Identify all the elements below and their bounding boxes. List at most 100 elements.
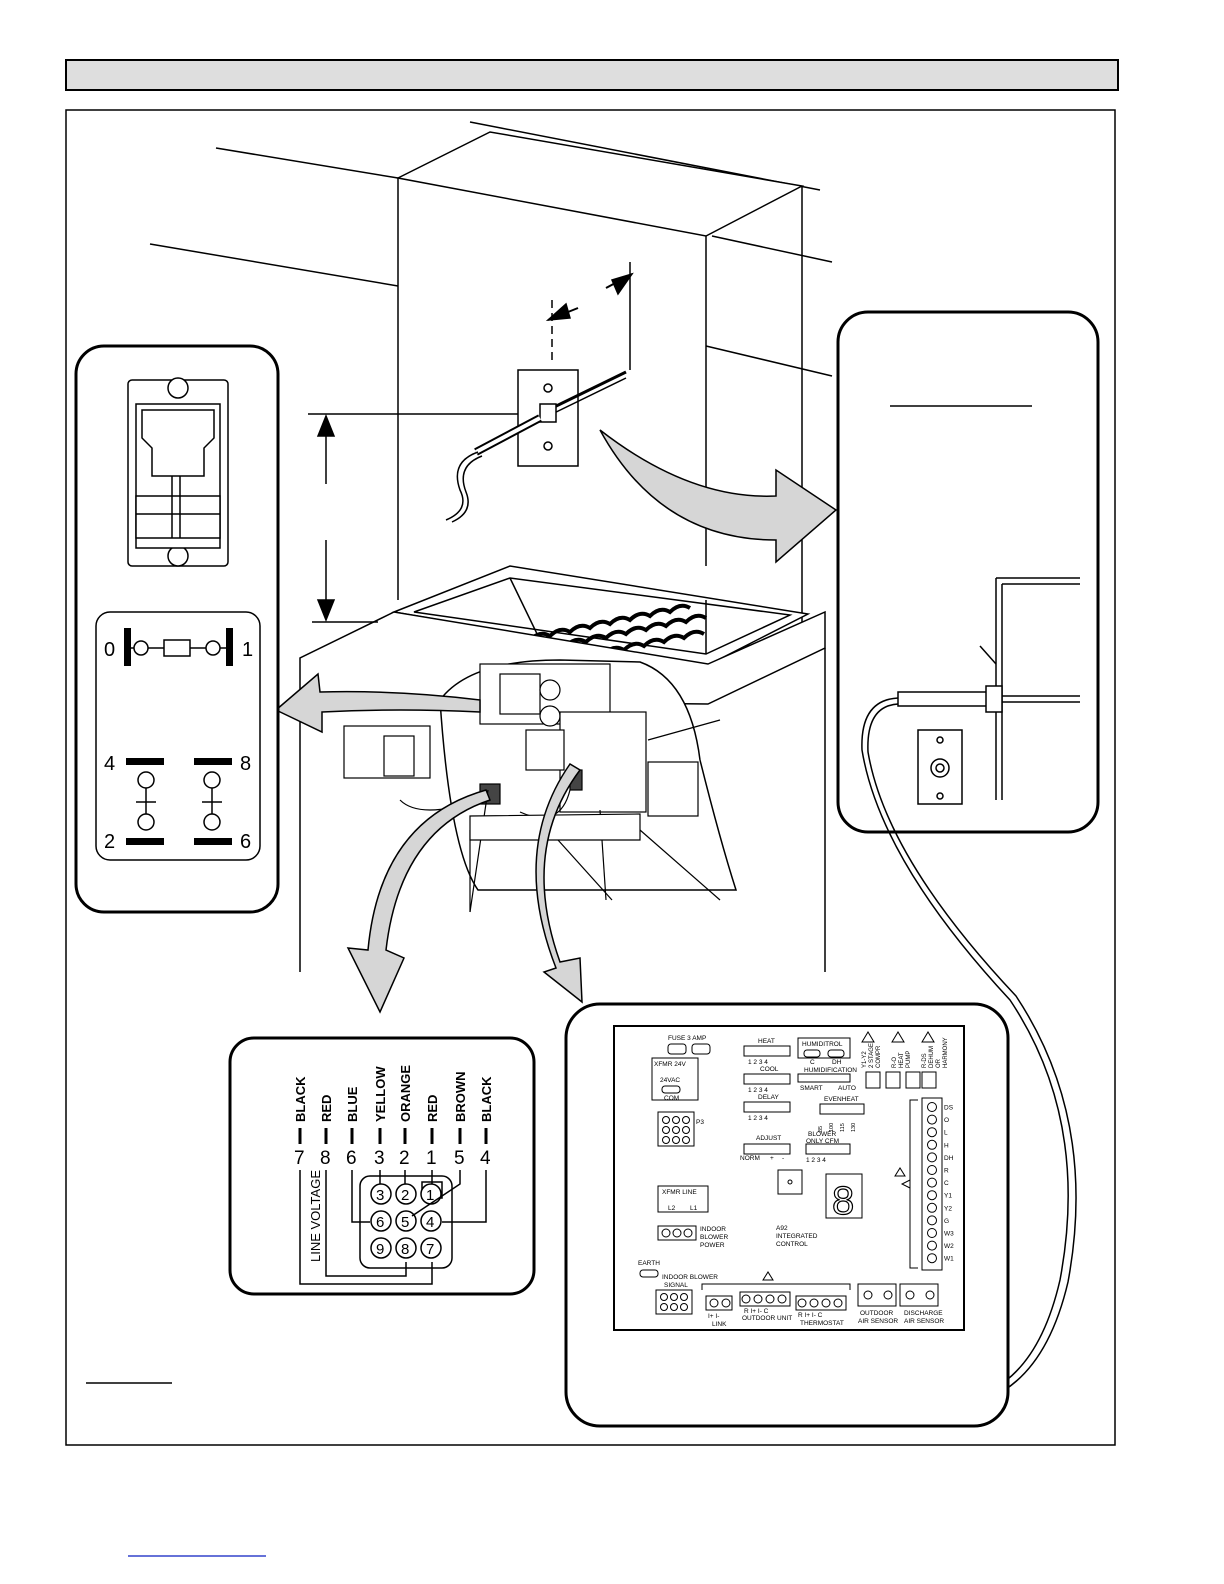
wire-number: 5 (454, 1148, 465, 1169)
indoor-power-3: POWER (700, 1242, 725, 1249)
wire-number: 2 (399, 1148, 410, 1169)
wire-color-label: BROWN (453, 1071, 468, 1122)
terminal-label: W1 (944, 1256, 954, 1263)
terminal-screw (927, 1202, 937, 1213)
wire-number: 3 (374, 1148, 385, 1169)
terminal-label: Y1 (944, 1193, 952, 1200)
p3-pin (662, 1116, 670, 1124)
terminal-screw (927, 1165, 937, 1175)
discharge-sensor-1: DISCHARGE (904, 1310, 943, 1317)
connector-pin (721, 1298, 731, 1308)
thermostat-label: THERMOSTAT (800, 1320, 844, 1327)
plug-pin (420, 1210, 442, 1232)
connector-pin (797, 1298, 807, 1308)
arrow-to-switch (274, 672, 481, 734)
connector-pin (765, 1294, 775, 1304)
terminal-label: O (944, 1117, 949, 1124)
wire-color-label: YELLOW (373, 1066, 388, 1122)
plug-pin (370, 1237, 392, 1259)
terminal-label: G (944, 1218, 949, 1225)
control-components (343, 663, 721, 913)
plug-pin-number: 6 (376, 1214, 384, 1231)
a92-1: A92 (776, 1225, 788, 1232)
terminal-screw (927, 1177, 937, 1188)
arrow-to-plug (346, 789, 491, 1014)
warning-icon (861, 1031, 875, 1043)
arrow-to-board (535, 762, 583, 1004)
blower-label-1: BLOWER (808, 1131, 836, 1138)
plug-wire (299, 1170, 433, 1285)
signal-pin (660, 1303, 668, 1311)
adjust-minus: - (782, 1155, 784, 1162)
plug-pin-number: 8 (401, 1241, 409, 1258)
terminal-screw (927, 1152, 937, 1163)
connector-pin (809, 1298, 819, 1308)
plug-pin-number: 7 (426, 1241, 434, 1258)
adjust-label: ADJUST (756, 1135, 781, 1142)
indoor-signal-1: INDOOR BLOWER (662, 1274, 718, 1281)
figure-frame (65, 109, 1116, 1446)
terminal-screw (927, 1215, 937, 1226)
delay-label: DELAY (758, 1094, 779, 1101)
terminal-label: H (944, 1142, 949, 1149)
terminal-label: DS (944, 1105, 954, 1112)
plug-wire (442, 1170, 487, 1223)
wire-color-label: ORANGE (398, 1065, 413, 1122)
wire-number: 4 (480, 1148, 491, 1169)
plug-wire (325, 1170, 407, 1277)
signal-pin (670, 1293, 678, 1301)
terminal-label: Y2 (944, 1205, 952, 1212)
a92-2: INTEGRATED (776, 1233, 818, 1240)
switch-number-0: 0 (104, 639, 115, 661)
p3-pin (672, 1116, 680, 1124)
plug-pin-number: 2 (401, 1187, 409, 1204)
terminal-screw (927, 1228, 937, 1238)
plug-pin (370, 1183, 392, 1205)
rocker-switch (127, 377, 229, 567)
p3-pin (682, 1116, 690, 1124)
p3-pin (662, 1136, 670, 1144)
xfmr24-v: 24VAC (660, 1077, 680, 1084)
signal-pin (680, 1303, 688, 1311)
xfmr24-title: XFMR 24V (654, 1061, 686, 1068)
board-labels: FUSE 3 AMP XFMR 24V 24VAC COM P3 HEAT 1 … (638, 1035, 944, 1328)
plug-pin-number: 1 (426, 1187, 434, 1204)
jumper-label: OR (936, 1058, 942, 1068)
power-pin (672, 1228, 682, 1238)
blower-label-2: ONLY CFM (806, 1138, 839, 1145)
plug-wire (351, 1170, 370, 1223)
heat-label: HEAT (758, 1038, 775, 1045)
plug-panel (228, 1036, 536, 1296)
outdoor-unit-label: OUTDOOR UNIT (742, 1315, 792, 1322)
power-pin (661, 1228, 671, 1238)
p3-pin (672, 1126, 680, 1134)
xfmr-line-title: XFMR LINE (662, 1189, 697, 1196)
wire-number: 8 (320, 1148, 331, 1169)
heat-nums: 1 2 3 4 (748, 1059, 768, 1066)
jumper-label: COMPR (876, 1045, 882, 1068)
connector-pin (821, 1298, 831, 1308)
link-label: LINK (712, 1321, 727, 1328)
indoor-power-2: BLOWER (700, 1234, 728, 1241)
warning-icon (891, 1031, 905, 1043)
plug-pin-number: 5 (401, 1214, 409, 1231)
line-voltage-label: LINE VOLTAGE (308, 1170, 323, 1262)
warning-icon (921, 1031, 935, 1043)
fuse-label: FUSE 3 AMP (668, 1035, 706, 1042)
adjust-norm: NORM (740, 1155, 760, 1162)
humiditrol-dh: DH (832, 1059, 842, 1066)
outdoor-sensor-2: AIR SENSOR (858, 1318, 898, 1325)
wire-color-label: BLACK (479, 1076, 494, 1122)
outdoor-sensor-1: OUTDOOR (860, 1310, 894, 1317)
xfmr-line-l2: L2 (668, 1205, 676, 1212)
humidification-smart: SMART (800, 1085, 823, 1092)
switch-schematic (124, 628, 233, 845)
sensor-pin (925, 1290, 935, 1300)
terminal-screw (927, 1240, 937, 1251)
signal-pin (680, 1293, 688, 1301)
evenheat-value: 115 (840, 1123, 846, 1132)
terminal-label: W3 (944, 1231, 954, 1238)
terminal-label: DH (944, 1155, 954, 1162)
